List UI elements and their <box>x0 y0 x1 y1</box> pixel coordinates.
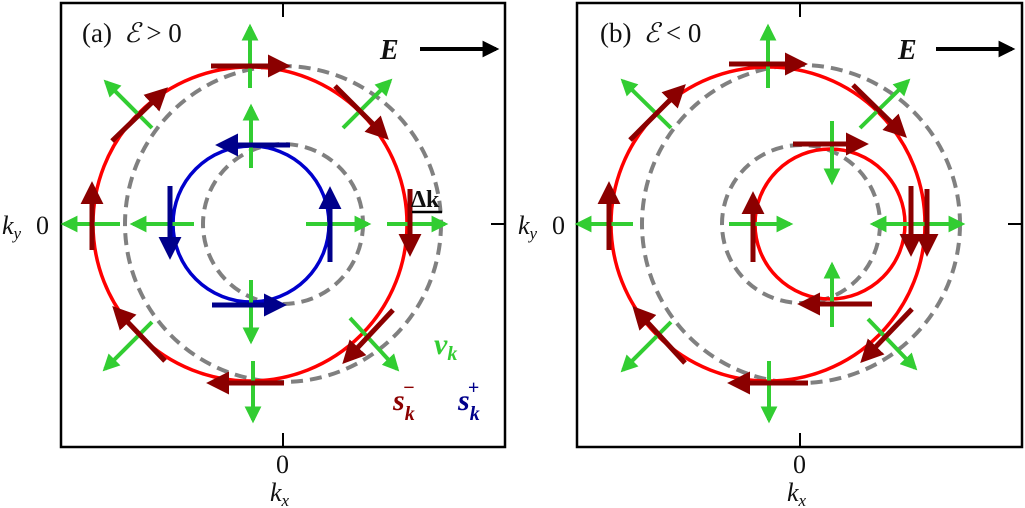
panel-b: E (b)ℰ< 0 0 kx ky 0 <box>518 1 1024 508</box>
panel-a: E Δk (a)ℰ> 0 vk sk− sk+ 0 kx ky 0 <box>2 1 507 508</box>
spin-arrows-plus <box>158 133 342 317</box>
spin-arrows-outer <box>597 52 939 395</box>
panel-a-y-tick-zero: 0 <box>36 211 49 240</box>
shifted-fermi-circle-plus <box>171 144 331 304</box>
panel-b-x-axis-label: kx <box>787 478 807 508</box>
legend: vk sk− sk+ <box>392 328 480 425</box>
velocity-arrows-inner <box>129 103 372 345</box>
electric-field-label-b: E <box>897 35 917 66</box>
delta-k-annotation: Δk <box>411 187 442 214</box>
panel-a-x-tick-zero: 0 <box>276 450 289 479</box>
electric-field-label-a: E <box>379 35 399 66</box>
panel-b-y-tick-zero: 0 <box>552 211 565 240</box>
velocity-arrows-inner <box>729 121 934 327</box>
legend-spin-plus: sk+ <box>457 377 480 425</box>
delta-k-label: Δk <box>411 187 440 213</box>
panel-b-title: (b)ℰ< 0 <box>600 18 701 49</box>
panel-b-y-axis-label: ky <box>518 211 538 243</box>
spin-arrows-inner <box>741 132 923 316</box>
panel-a-title: (a)ℰ> 0 <box>82 18 182 49</box>
velocity-arrows-outer <box>60 23 449 424</box>
panel-a-x-axis-label: kx <box>270 478 290 508</box>
legend-spin-minus: sk− <box>392 377 415 425</box>
panel-b-x-tick-zero: 0 <box>793 450 806 479</box>
spin-arrows-minus <box>80 54 422 395</box>
panel-a-y-axis-label: ky <box>2 211 22 243</box>
legend-velocity: vk <box>434 328 457 365</box>
